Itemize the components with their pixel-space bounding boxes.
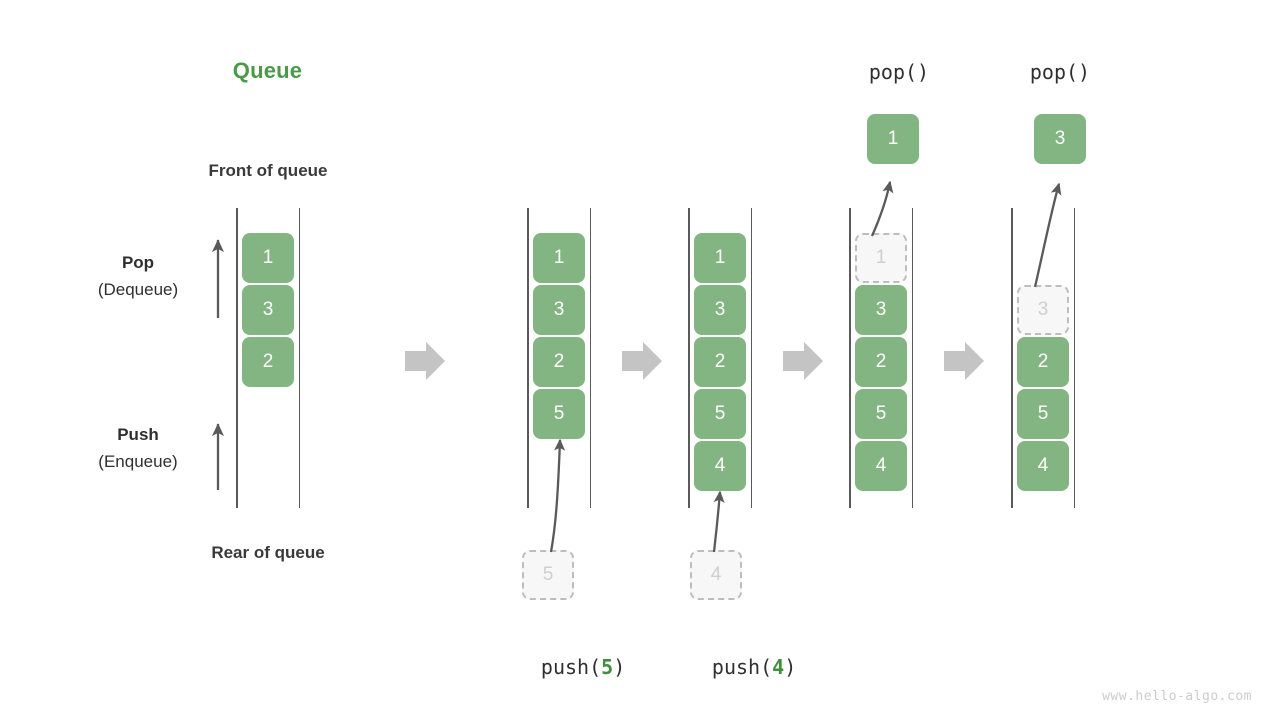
queue-rail-right	[589, 208, 591, 508]
queue-rail-left	[688, 208, 690, 508]
caption-prefix: push(	[711, 655, 773, 679]
incoming-element-ghost: 4	[690, 550, 742, 600]
queue-rail-right	[1073, 208, 1075, 508]
caption-arg: 5	[601, 655, 614, 679]
step-arrow-1	[405, 342, 445, 380]
queue-element: 3	[855, 285, 907, 335]
queue-element: 5	[533, 389, 585, 439]
watermark: www.hello-algo.com	[1102, 689, 1252, 704]
step-arrow-4	[944, 342, 984, 380]
queue-column-pop-3: 3 2 5 4	[1011, 208, 1075, 508]
queue-column-push-4: 1 3 2 5 4	[688, 208, 752, 508]
queue-rail-left	[236, 208, 238, 508]
caption-suffix: )	[613, 655, 626, 679]
pop-operation-name: Pop	[121, 253, 155, 272]
queue-rail-right	[298, 208, 300, 508]
queue-element: 1	[694, 233, 746, 283]
queue-element: 2	[242, 337, 294, 387]
queue-element: 5	[1017, 389, 1069, 439]
queue-rail-left	[527, 208, 529, 508]
page-title: Queue	[232, 58, 303, 83]
queue-element: 2	[855, 337, 907, 387]
queue-element: 4	[694, 441, 746, 491]
queue-element: 1	[242, 233, 294, 283]
front-of-queue-label: Front of queue	[208, 161, 328, 180]
push-5-caption: push(5)	[469, 631, 649, 703]
push-operation-label: Push (Enqueue)	[48, 422, 228, 475]
pop-call-header: pop()	[1029, 60, 1091, 84]
queue-slot-stack: 3 2 5 4	[1017, 285, 1069, 493]
queue-slot-stack: 1 3 2 5 4	[855, 233, 907, 493]
pop-operation-label: Pop (Dequeue)	[48, 250, 228, 303]
queue-element: 2	[694, 337, 746, 387]
queue-element: 5	[855, 389, 907, 439]
queue-column-push-5: 1 3 2 5	[527, 208, 591, 508]
step-arrow-3	[783, 342, 823, 380]
rear-of-queue-label: Rear of queue	[211, 543, 325, 562]
caption-suffix: )	[784, 655, 797, 679]
queue-column-initial: 1 3 2	[236, 208, 300, 508]
push-4-caption: push(4)	[640, 631, 820, 703]
queue-element: 1	[533, 233, 585, 283]
popped-element: 3	[1034, 114, 1086, 164]
push-operation-name: Push	[117, 425, 159, 444]
caption-arg: 4	[772, 655, 785, 679]
queue-column-pop-1: 1 3 2 5 4	[849, 208, 913, 508]
queue-element: 3	[533, 285, 585, 335]
queue-element: 2	[533, 337, 585, 387]
queue-rail-right	[911, 208, 913, 508]
queue-rail-left	[849, 208, 851, 508]
queue-element-ghost: 3	[1017, 285, 1069, 335]
step-arrow-2	[622, 342, 662, 380]
queue-element: 5	[694, 389, 746, 439]
popped-element: 1	[867, 114, 919, 164]
queue-rail-right	[750, 208, 752, 508]
queue-rail-left	[1011, 208, 1013, 508]
queue-element: 3	[242, 285, 294, 335]
incoming-element-ghost: 5	[522, 550, 574, 600]
pop-call-header: pop()	[868, 60, 930, 84]
queue-slot-stack: 1 3 2 5 4	[694, 233, 746, 493]
queue-element: 2	[1017, 337, 1069, 387]
queue-slot-stack: 1 3 2	[242, 233, 294, 389]
pop-operation-alt: (Dequeue)	[97, 280, 179, 299]
push-operation-alt: (Enqueue)	[98, 452, 178, 471]
queue-slot-stack: 1 3 2 5	[533, 233, 585, 441]
queue-element-ghost: 1	[855, 233, 907, 283]
queue-element: 4	[1017, 441, 1069, 491]
caption-prefix: push(	[540, 655, 602, 679]
queue-element: 4	[855, 441, 907, 491]
queue-element: 3	[694, 285, 746, 335]
